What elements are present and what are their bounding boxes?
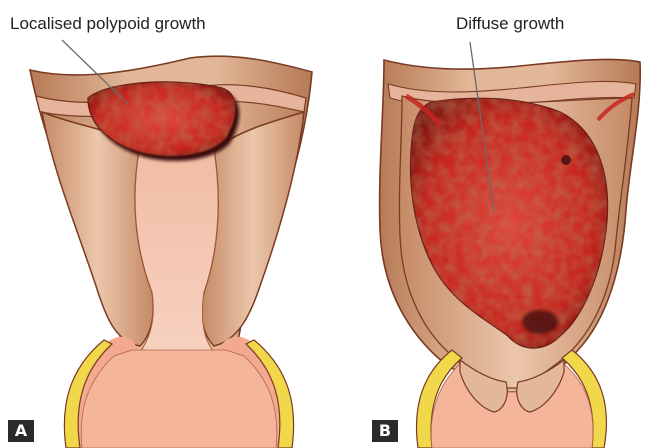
panel-b-badge: B — [372, 420, 398, 442]
panel-a-label: Localised polypoid growth — [10, 14, 206, 34]
panel-b-uterus — [380, 42, 641, 448]
panel-a-vaginal-lining — [81, 350, 277, 448]
panel-b-label: Diffuse growth — [456, 14, 564, 34]
panel-a-uterus — [30, 40, 312, 448]
panel-a-badge: A — [8, 420, 34, 442]
